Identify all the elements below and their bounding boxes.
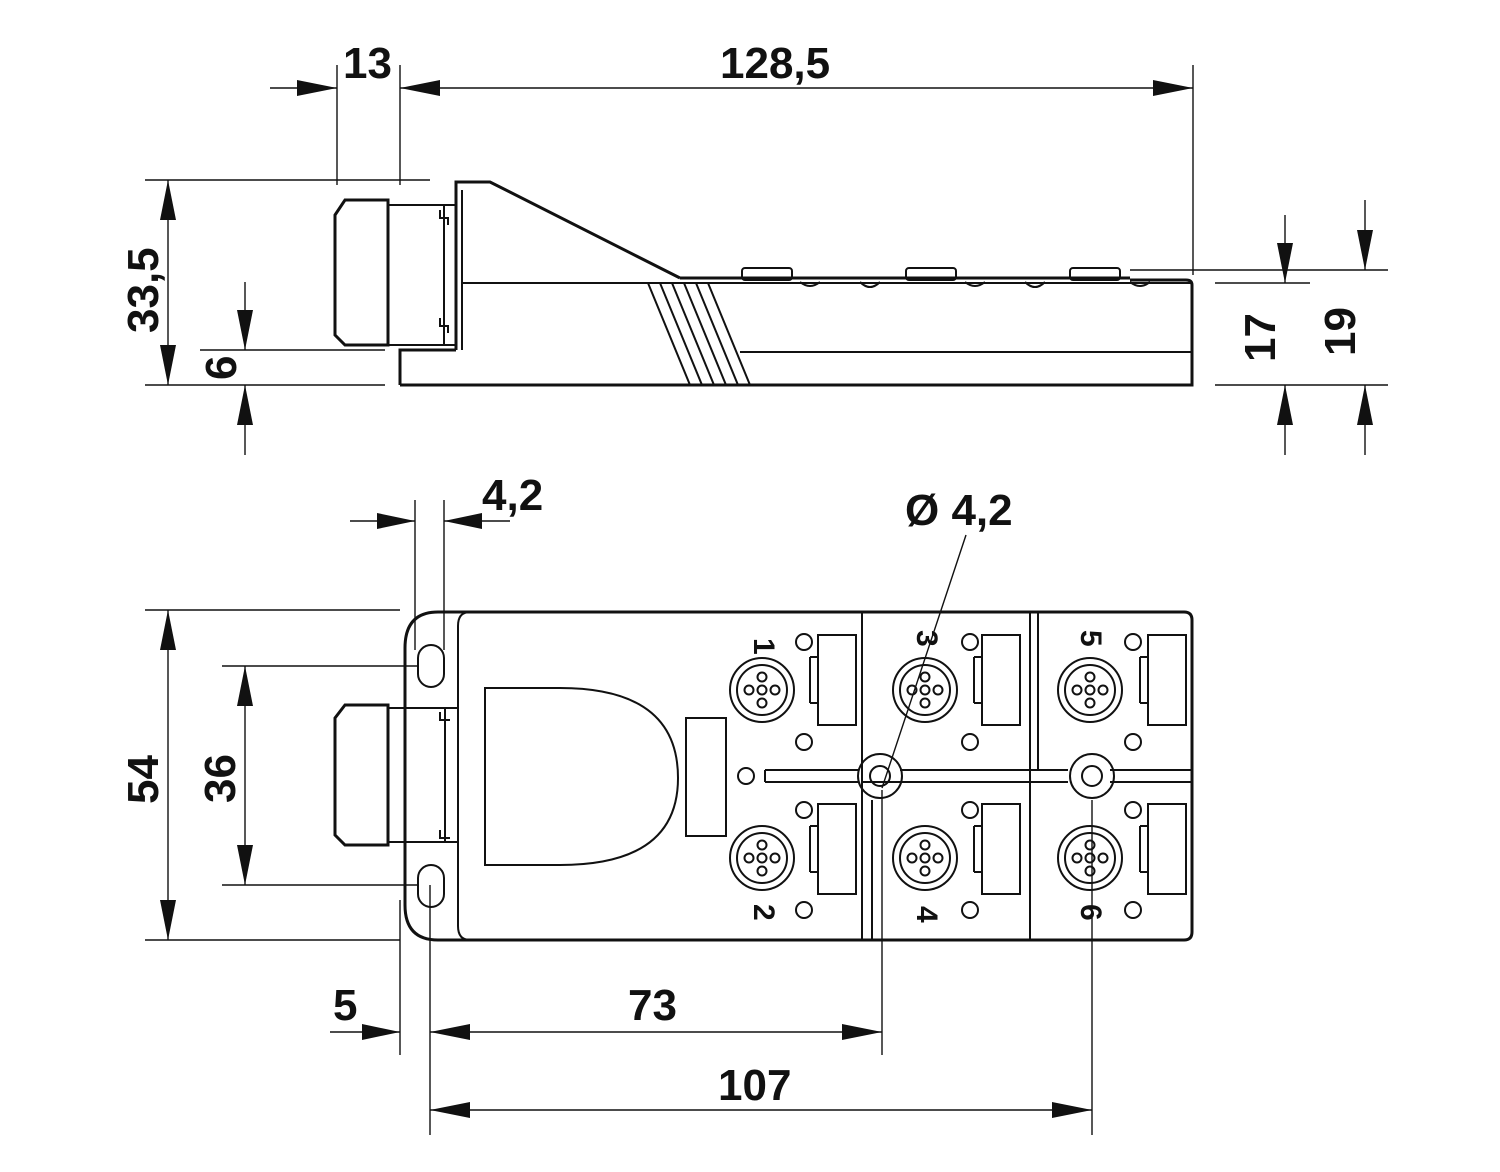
port-label-2: 2: [747, 904, 780, 921]
dim-hole-diameter: Ø 4,2: [905, 486, 1013, 535]
dim-connector-length: 13: [343, 39, 392, 88]
dim-base-height: 6: [197, 356, 246, 380]
port-label-3: 3: [910, 630, 943, 647]
dim-hole-distance-1: 73: [628, 981, 677, 1030]
port-label-6: 6: [1074, 904, 1107, 921]
dim-mount-spacing: 36: [196, 754, 245, 803]
dim-total-length: 128,5: [720, 39, 830, 88]
port-label-5: 5: [1074, 630, 1107, 647]
port-labels: 1 2 3 4 5 6: [747, 630, 1107, 923]
dim-total-height: 33,5: [119, 247, 168, 333]
dim-hole-distance-2: 107: [718, 1061, 791, 1110]
dim-slot-width: 4,2: [482, 471, 543, 520]
port-label-1: 1: [747, 638, 780, 655]
side-view-dimensions: 13 128,5 33,5 6 17 19: [119, 39, 1388, 455]
dim-total-width: 54: [119, 755, 168, 804]
top-view-dimensions: 4,2 Ø 4,2 54 36 5 73 107: [119, 471, 1093, 1135]
side-view: [333, 180, 1194, 387]
top-view: [333, 610, 1194, 942]
dim-offset: 5: [333, 981, 357, 1030]
dim-housing-height-a: 17: [1236, 313, 1285, 362]
dim-housing-height-b: 19: [1316, 307, 1365, 356]
port-label-4: 4: [910, 906, 943, 923]
